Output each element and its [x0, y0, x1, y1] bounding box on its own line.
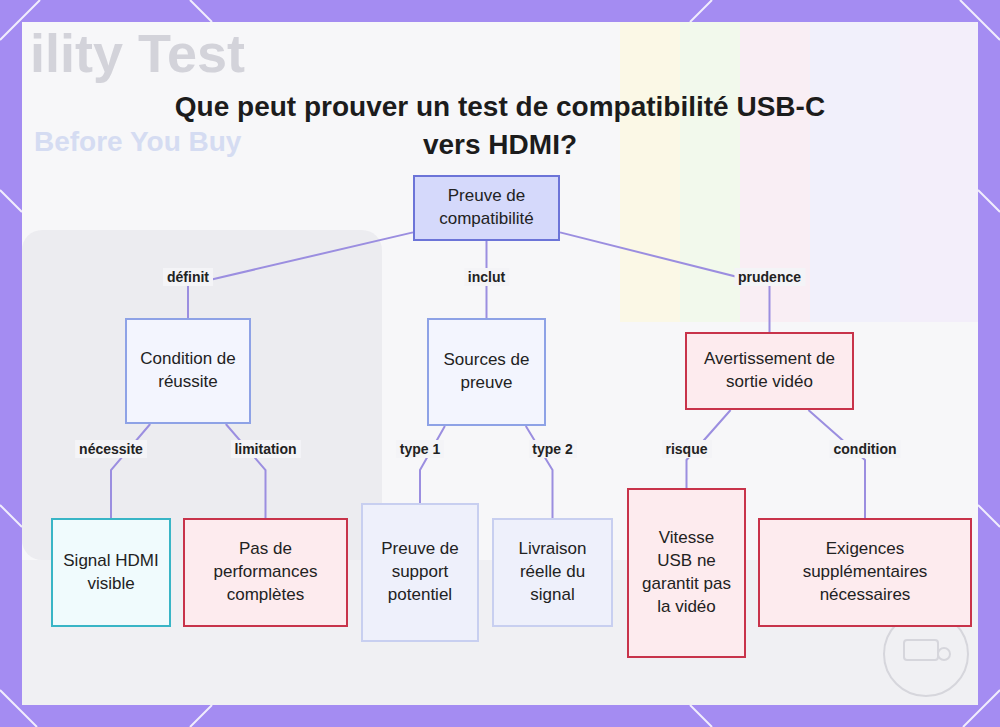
node-label: Livraison réelle du signal	[504, 538, 601, 607]
blurred-photo	[22, 22, 978, 705]
connector-line	[226, 424, 266, 518]
diagram-title: Que peut prouver un test de compatibilit…	[150, 88, 850, 164]
limitation-box: Pas de performances complètes	[183, 518, 348, 627]
leaf-box: Livraison réelle du signal	[492, 518, 613, 627]
node-label: Avertissement de sortie vidéo	[697, 348, 842, 394]
node-label: Sources de preuve	[439, 349, 534, 395]
edge-label: type 1	[396, 440, 444, 458]
edge-label: risque	[661, 440, 711, 458]
risk-box: Vitesse USB ne garantit pas la vidéo	[627, 488, 746, 658]
edge-label: condition	[830, 440, 901, 458]
warning-box: Avertissement de sortie vidéo	[685, 332, 854, 410]
category-box: Sources de preuve	[427, 318, 546, 426]
root-box: Preuve de compatibilité	[413, 175, 560, 241]
edge-label: inclut	[464, 268, 509, 286]
edge-label: nécessite	[75, 440, 147, 458]
watermark-text: Before You Buy	[34, 126, 241, 158]
condition-box: Exigences supplémentaires nécessaires	[758, 518, 972, 627]
node-label: Preuve de compatibilité	[425, 185, 548, 231]
node-label: Preuve de support potentiel	[373, 538, 467, 607]
watermark-text: ility Test	[30, 22, 245, 84]
node-label: Signal HDMI visible	[63, 550, 159, 596]
category-box: Condition de réussite	[125, 318, 251, 424]
connector-line	[420, 426, 445, 503]
connector-line	[188, 232, 413, 318]
edge-label: limitation	[230, 440, 300, 458]
connector-line	[111, 424, 150, 518]
leaf-box: Preuve de support potentiel	[361, 503, 479, 642]
connector-line	[808, 410, 865, 518]
edge-label: définit	[163, 268, 213, 286]
node-label: Exigences supplémentaires nécessaires	[770, 538, 960, 607]
edge-label: type 2	[528, 440, 576, 458]
edge-label: prudence	[734, 268, 805, 286]
node-label: Vitesse USB ne garantit pas la vidéo	[639, 527, 734, 619]
node-label: Pas de performances complètes	[195, 538, 336, 607]
inner-panel	[22, 22, 978, 705]
leaf-box: Signal HDMI visible	[51, 518, 171, 627]
node-label: Condition de réussite	[137, 348, 239, 394]
